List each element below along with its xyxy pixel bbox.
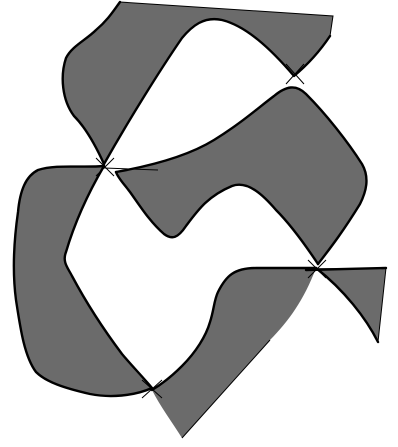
region-right-wedge	[316, 268, 386, 342]
region-left	[14, 166, 152, 396]
region-middle	[116, 87, 366, 264]
region-lower-right	[152, 268, 316, 438]
shaded-regions	[14, 2, 386, 438]
